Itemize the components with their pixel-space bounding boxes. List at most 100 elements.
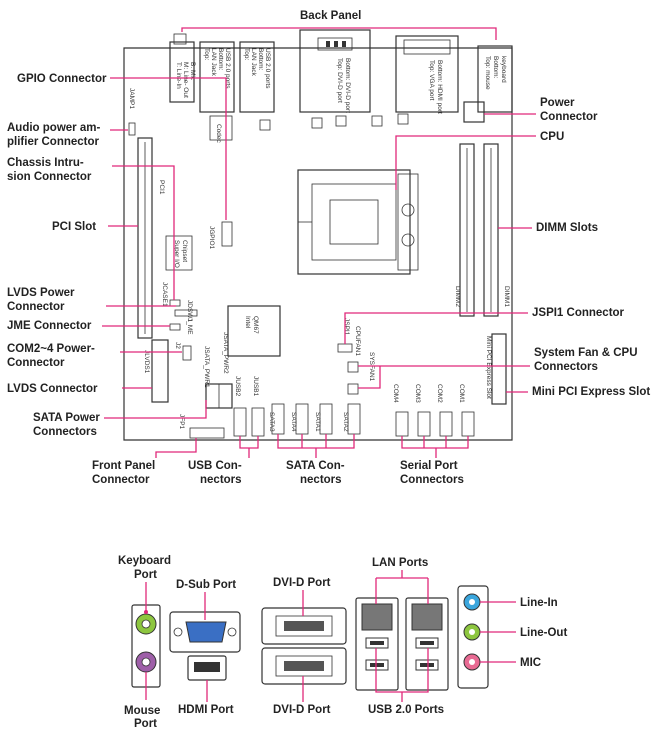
motherboard: T: Line-In M: Line- Out B: Mic Top: LAN … [123,29,513,441]
cpu-lever-screw-2 [401,233,415,247]
lan-usb-2-label-3: Bottom: [257,48,264,71]
super-io-label-1: Super I/O [173,240,180,268]
board-callouts: Back Panel GPIO Connector Audio power am… [7,10,650,486]
jcase1-header [169,299,181,307]
jamp1-label: JAMP1 [128,88,135,109]
audio-power-label-1: Audio power am- [7,122,100,134]
jusb1-header [251,407,265,437]
sysfan-label-2: Connectors [534,361,598,373]
component-square-3 [335,115,347,127]
sysfan1-header [347,383,359,395]
lvds-power-label-1: LVDS Power [7,287,75,299]
com-power-label-1: COM2~4 Power- [7,343,95,355]
ps2-label-3: keyboard [500,56,507,83]
cpu-socket [297,169,411,275]
cpu-socket-core [329,199,379,245]
mic-core [469,659,475,665]
pci1-label: PCI1 [158,180,165,195]
pci-slot [137,137,153,339]
dimm2-label: DIMM2 [454,286,461,307]
mic-label: MIC [520,657,541,669]
power-label-1: Power [540,97,575,109]
serial-label-2: Connectors [400,474,464,486]
cpu-leader [395,135,536,190]
usb-callout-label-2: nectors [200,474,242,486]
pci-slot-label: PCI Slot [52,221,96,233]
audio-jack-label-3: B: Mic [189,62,196,81]
usb-port-4-tongue [420,663,434,667]
board-outline [123,47,513,441]
dvi-pin-1 [326,41,330,47]
dimm1-slot [483,143,499,317]
lan-usb-stack-1 [355,597,399,691]
vga-port [185,621,227,643]
jgpio1-header [221,221,233,247]
usb-leader [239,436,259,458]
mouse-label-1: Mouse [124,705,160,717]
line-in-core [469,599,475,605]
sata-power-label-1: SATA Power [33,412,100,424]
lan-usb-block-1 [199,41,235,113]
jme-header [169,323,181,331]
jfp1-label: JFP1 [178,414,185,430]
j2-label: J2 [174,342,181,349]
dvi-pin-3 [342,41,346,47]
keyboard-label-1: Keyboard [118,555,171,567]
dsub-label: D-Sub Port [176,579,236,591]
jusb2-label: JUSB2 [234,376,241,397]
usb-callout-label-1: USB Con- [188,460,242,472]
sata3-label: SATA3 [268,412,275,432]
sata-power-label-2: Connectors [33,426,97,438]
dvi-top-socket [317,37,353,51]
line-out-label: Line-Out [520,627,567,639]
dvi-label-2: Bottom: DVI-D port [344,58,351,113]
gpio-leader [110,77,227,220]
hdmi-label: HDMI Port [178,704,234,716]
ps2-keyboard-core [141,619,151,629]
sysfan-label-1: System Fan & CPU [534,347,638,359]
keyboard-label-2: Port [134,569,157,581]
lan-usb-2-label-1: Top: [243,48,250,60]
hdmi-port [194,662,220,672]
jspi1-callout-label: JSPI1 Connector [532,307,625,319]
gpio-label: GPIO Connector [17,73,107,85]
vga-socket [403,39,451,55]
vga-label-2: Bottom: HDMI port [436,60,443,114]
com4-header [395,411,409,437]
component-square-1 [259,119,271,131]
jspi1-label: JSPI1 [343,318,350,336]
keyboard-leader-dot [144,610,148,614]
io-panel [131,585,489,691]
jusb1-label: JUSB1 [252,376,259,397]
jamp1-header [128,122,136,136]
cpu-lever-frame [397,173,419,271]
sata-conn-leader [277,434,355,458]
lvds-power-label-2: Connector [7,301,65,313]
lan-usb-2-label-4: USB 2.0 ports [264,48,271,89]
back-panel-label: Back Panel [300,10,361,22]
dimm1-label: DIMM1 [503,286,510,307]
ps2-mouse-core [141,657,151,667]
sata-power-leader [104,400,207,419]
usb-io-leader [375,648,429,702]
intel-chipset [227,305,281,357]
lan-port-2 [411,603,443,631]
lan-usb-1-label-4: USB 2.0 ports [224,48,231,89]
front-panel-label-2: Connector [92,474,150,486]
lan-usb-stack-2 [405,597,449,691]
jcase1-label: JCASE1 [161,282,168,307]
com3-label: COM3 [414,384,421,403]
codec-label: Codec [215,124,222,144]
jsata-pwr2-label: JSATA_PWR2 [222,332,229,374]
dvi-bottom-pins [284,661,324,671]
jgpio1-label: JGPIO1 [208,226,215,250]
jspi1-header [337,343,353,353]
com1-label: COM1 [458,384,465,403]
audio-jack-label-1: T: Line-In [175,62,182,89]
mini-pcie-slot [491,333,507,405]
ps2-label-1: Top: mouse [484,56,491,90]
intel-label-1: Intel [244,316,251,329]
vga-screw-left [173,627,183,637]
super-io-chip [165,235,193,271]
dvi-block [299,29,371,113]
